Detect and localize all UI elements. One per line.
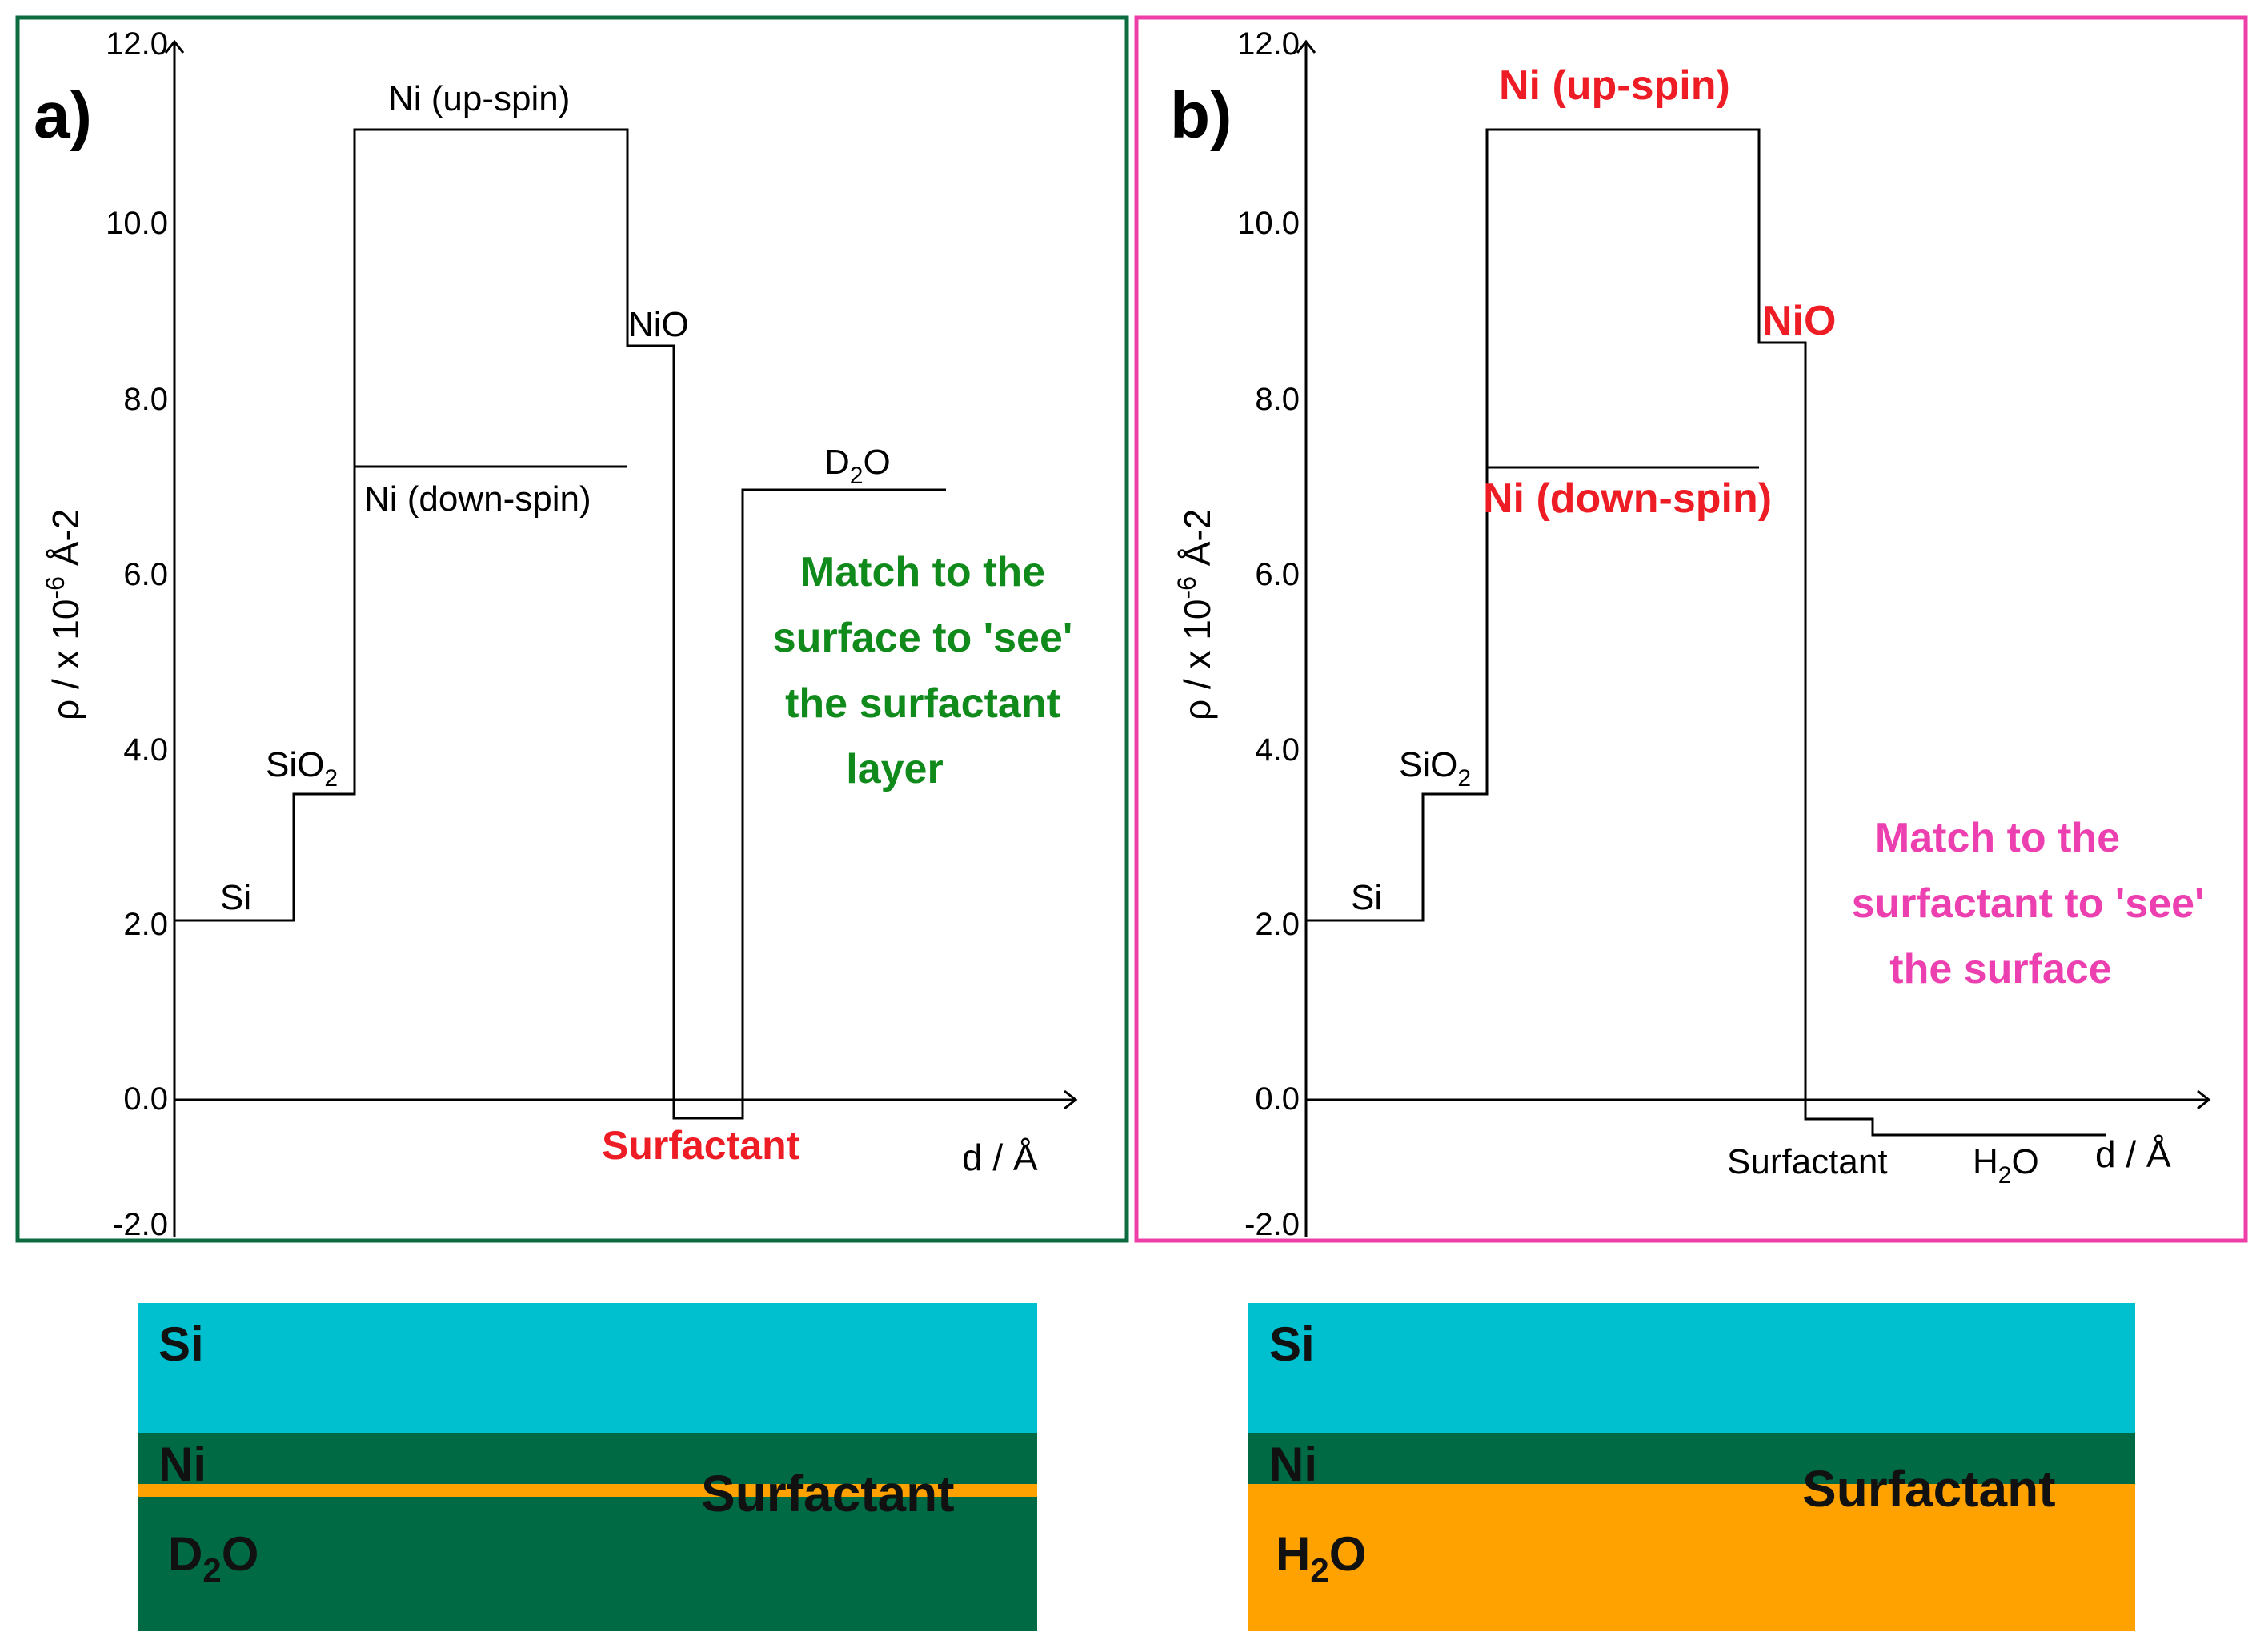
panel-b-tick: 0.0: [1255, 1081, 1300, 1117]
panel-a-label-si: Si: [220, 878, 251, 917]
panel-b-frame: [1134, 15, 2248, 1243]
panel-a-tick: 4.0: [123, 732, 168, 768]
schematic-b-ni-layer: [1248, 1433, 2135, 1484]
schematic-a-d2o-layer: [138, 1497, 1037, 1631]
schematic-a-d2o-label: D2O: [168, 1527, 258, 1589]
schematic-a-si-layer: [138, 1303, 1037, 1433]
panel-a-label-ni-up: Ni (up-spin): [388, 79, 570, 118]
panel-b-label-ni-down: Ni (down-spin): [1483, 475, 1772, 522]
panel-b-label: b): [1170, 79, 1232, 152]
schematic-a-surfactant-label: Surfactant: [701, 1465, 955, 1522]
panel-b-note-line: surfactant to 'see': [1852, 880, 2205, 927]
schematic-a-ni-layer: [138, 1433, 1037, 1484]
panel-a-note-line: Match to the: [800, 549, 1045, 595]
panel-a-frame: [15, 15, 1129, 1243]
panel-b-note-line: Match to the: [1875, 815, 2120, 861]
schematic-b-h2o-label: H2O: [1276, 1527, 1366, 1589]
panel-b-label-ni-up: Ni (up-spin): [1499, 62, 1730, 109]
schematic-b-surfactant-label: Surfactant: [1802, 1460, 2056, 1518]
panel-b-tick: 6.0: [1255, 557, 1300, 592]
panel-b-label-nio: NiO: [1762, 298, 1836, 344]
panel-a-tick: 10.0: [106, 206, 168, 241]
schematic-b-ni-label: Ni: [1269, 1437, 1317, 1491]
panel-b-note-line: the surface: [1889, 946, 2111, 992]
panel-a-label: a): [34, 79, 92, 152]
panel-a-label-surfactant: Surfactant: [602, 1123, 800, 1168]
panel-a-x-axis-label: d / Å: [962, 1137, 1038, 1178]
schematic-b-si-label: Si: [1269, 1317, 1315, 1371]
schematic-a-si-label: Si: [158, 1317, 204, 1371]
panel-b-x-axis-label: d / Å: [2095, 1133, 2171, 1175]
panel-a-note-line: the surfactant: [785, 680, 1060, 727]
panel-a-note-line: surface to 'see': [773, 615, 1072, 661]
panel-a-y-ticks: 12.0 10.0 8.0 6.0 4.0 2.0 0.0 -2.0: [106, 26, 168, 1242]
panel-a: a) 12.0 10.0 8.0 6.0 4.0 2.0 0.0 -2.0 ρ …: [15, 15, 1129, 1243]
panel-a-note: Match to the surface to 'see' the surfac…: [773, 549, 1072, 792]
panel-b-label-surfactant: Surfactant: [1727, 1142, 1888, 1181]
panel-b: b) 12.0 10.0 8.0 6.0 4.0 2.0 0.0 -2.0 ρ …: [1134, 15, 2248, 1243]
schematic-b-si-layer: [1248, 1303, 2135, 1433]
panel-a-tick: 12.0: [106, 26, 168, 62]
panel-b-tick: 8.0: [1255, 382, 1300, 417]
panel-a-tick: -2.0: [113, 1207, 168, 1242]
panel-b-tick: -2.0: [1244, 1207, 1300, 1242]
panel-a-label-sio2: SiO2: [266, 745, 338, 792]
panel-b-y-ticks: 12.0 10.0 8.0 6.0 4.0 2.0 0.0 -2.0: [1237, 26, 1300, 1242]
panel-a-sld-up-profile: [174, 128, 946, 1120]
panel-b-y-axis-label: ρ / x 10-6 Å-2: [1172, 509, 1218, 720]
panel-a-y-arrow: [164, 39, 185, 54]
schematic-b-h2o-layer: [1248, 1484, 2135, 1631]
schematic-a-ni-label: Ni: [158, 1437, 206, 1491]
panel-a-tick: 8.0: [123, 382, 168, 417]
panel-b-tick: 2.0: [1255, 907, 1300, 942]
panel-b-tick: 10.0: [1237, 206, 1300, 241]
panel-b-y-arrow: [1296, 39, 1316, 54]
schematic-a-surfactant-layer: [138, 1484, 1037, 1497]
panel-a-note-line: layer: [846, 746, 943, 792]
panel-a-tick: 6.0: [123, 557, 168, 592]
schematic-b: Si Ni Surfactant H2O: [1248, 1303, 2135, 1631]
panel-b-tick: 12.0: [1237, 26, 1300, 62]
panel-b-x-arrow: [2197, 1089, 2211, 1110]
panel-b-tick: 4.0: [1255, 732, 1300, 768]
panel-b-label-h2o: H2O: [1973, 1142, 2039, 1189]
panel-b-sld-up-profile: [1306, 128, 2106, 1137]
panel-a-label-ni-down: Ni (down-spin): [364, 479, 591, 519]
panel-b-note: Match to the surfactant to 'see' the sur…: [1852, 815, 2205, 992]
panel-b-label-sio2: SiO2: [1399, 745, 1471, 792]
panel-a-y-axis-label: ρ / x 10-6 Å-2: [41, 509, 86, 720]
panel-a-tick: 0.0: [123, 1081, 168, 1117]
schematic-a: Si Ni Surfactant D2O: [138, 1303, 1037, 1631]
panel-a-x-arrow: [1064, 1089, 1078, 1110]
panel-a-label-nio: NiO: [628, 305, 689, 344]
panel-a-label-d2o: D2O: [824, 443, 891, 489]
panel-a-tick: 2.0: [123, 907, 168, 942]
panel-b-label-si: Si: [1351, 878, 1382, 917]
